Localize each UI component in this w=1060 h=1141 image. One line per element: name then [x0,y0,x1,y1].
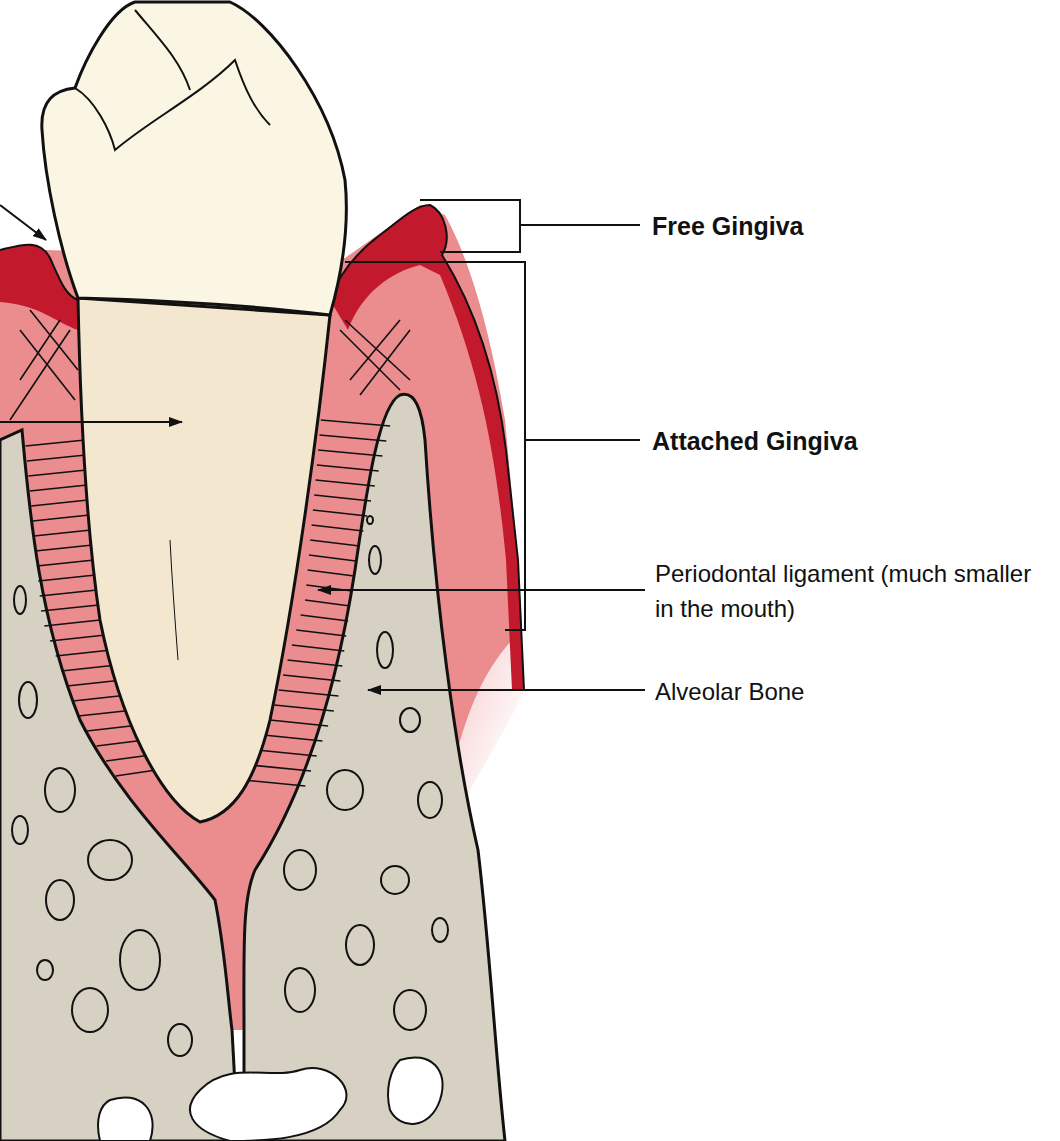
ligament-fiber [318,450,382,456]
ligament-fiber [321,420,390,426]
ligament-fiber [319,435,386,441]
ligament-fiber [317,465,379,471]
ligament-fiber [270,720,328,726]
ligament-fiber [301,615,349,621]
ligament-fiber [28,470,86,476]
ligament-fiber [44,620,100,626]
ligament-fiber [279,690,339,696]
part-label: Free Gingiva [652,208,803,244]
ligament-fiber [26,440,85,446]
tooth-crown [42,2,347,315]
ligament-fiber [308,570,354,576]
ligament-fiber [61,665,116,671]
ligament-fiber [263,735,322,741]
ligament-fiber [313,510,367,516]
ligament-fiber [274,705,333,711]
ligament-fiber [316,480,375,486]
ligament-fiber [50,635,106,641]
ligament-fiber [310,540,359,546]
marrow-space [98,1057,443,1141]
tooth-root [78,298,330,822]
ligament-fiber [296,630,346,636]
leader-line [0,205,645,690]
crown-details [75,10,270,660]
part-label: Alveolar Bone [655,675,804,710]
ligament-fiber [350,320,400,380]
ligament-fiber [360,330,410,395]
ligament-fiber [34,530,91,536]
ligament-fiber [33,515,90,521]
ligament-fiber [257,750,317,756]
bracket [345,200,640,630]
gingiva-surface [330,205,524,690]
ligament-fiber [31,500,88,506]
ligament-fiber [30,485,87,491]
ligament-fiber [250,765,311,771]
ligament-fiber [283,675,340,681]
ligament-fiber [40,590,97,596]
ligament-fiber [10,330,70,420]
ligament-fiber [288,660,343,666]
ligament-fiber [41,605,98,611]
ligament-fiber [38,575,95,581]
ligament-fiber [312,525,364,531]
part-label: Attached Gingiva [652,423,858,459]
ligament-fiber [244,780,306,786]
ligament-fiber [20,320,60,380]
ligament-fiber [20,330,75,400]
ligament-fiber [30,310,78,370]
ligament-fiber [37,560,94,566]
ligament-fiber [292,645,344,651]
ligament-fiber [314,495,371,501]
part-label: Periodontal ligament (much smaller in th… [655,557,1053,627]
ligament-fiber [56,650,112,656]
ligament-fiber [309,555,356,561]
ligament-fiber [116,770,157,776]
ligament-fiber [305,600,350,606]
ligament-fiber [27,455,86,461]
ligament-fiber [35,545,92,551]
